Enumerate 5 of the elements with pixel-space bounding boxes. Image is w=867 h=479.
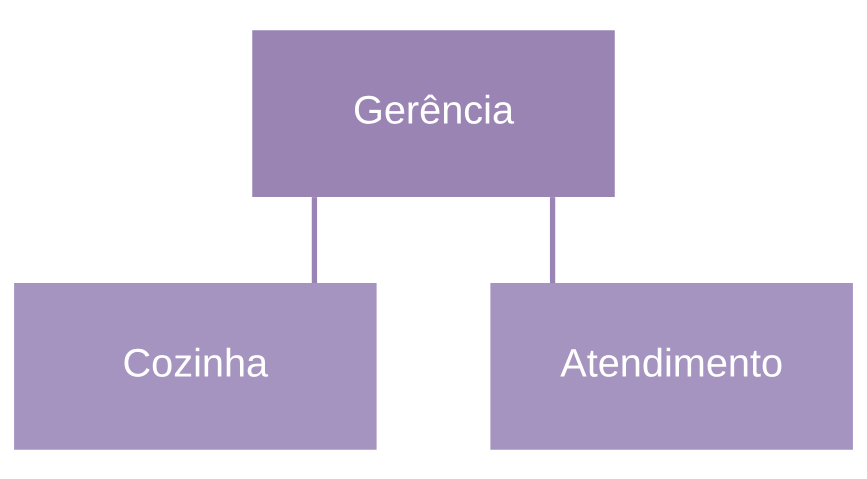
connector [312,196,318,282]
node-box: Cozinha [14,282,377,450]
node-box: Atendimento [490,282,853,450]
node-box: Gerência [252,30,615,196]
connector [550,196,556,282]
